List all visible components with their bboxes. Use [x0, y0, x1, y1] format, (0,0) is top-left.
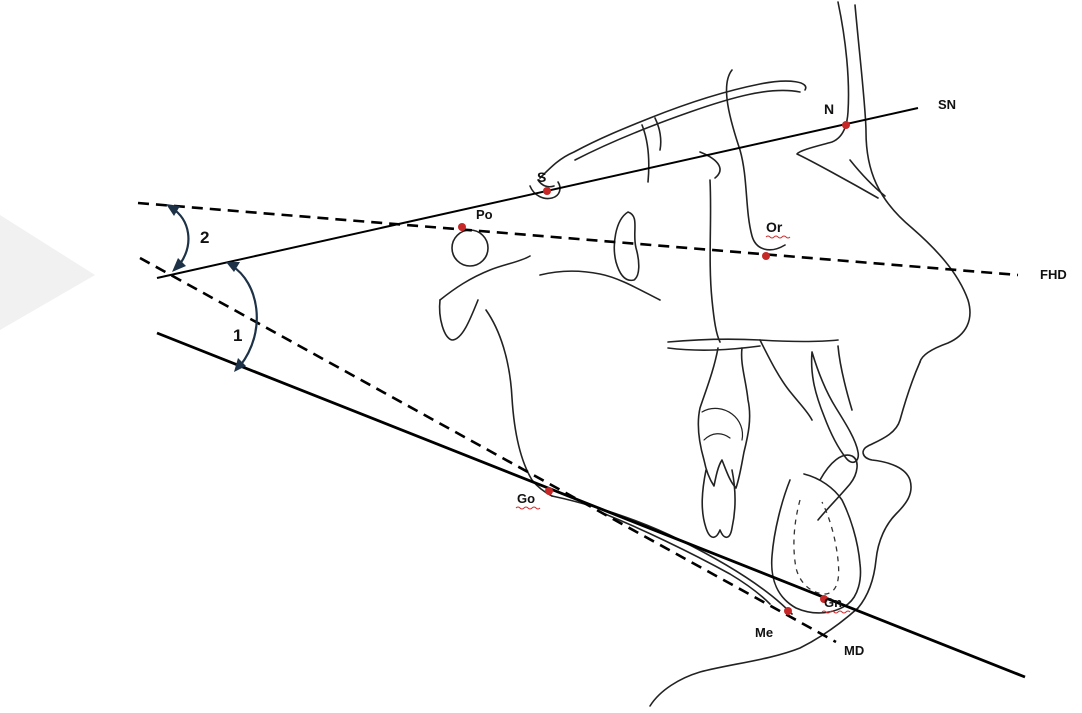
- angle-2-arc: [166, 204, 190, 272]
- go-label: Go: [517, 491, 535, 506]
- angle-1-arc: [226, 262, 258, 372]
- s-label: S: [537, 169, 546, 185]
- sn-label: SN: [938, 97, 956, 112]
- or-point: [762, 252, 770, 260]
- po-point: [458, 223, 466, 231]
- po-label: Po: [476, 207, 493, 222]
- gn-label: Gn: [824, 595, 842, 610]
- go-point: [545, 487, 553, 495]
- landmark-points: [458, 121, 850, 615]
- skull-profile-tracing: [438, 1, 971, 707]
- label-squiggles: [515, 235, 851, 614]
- md-dashed-line: [139, 256, 837, 644]
- me-point: [784, 607, 792, 615]
- n-point: [842, 121, 850, 129]
- n-label: N: [824, 101, 834, 117]
- angle-2-label: 2: [200, 228, 209, 247]
- fhd-line: [137, 201, 1019, 277]
- fhd-label: FHD: [1040, 267, 1067, 282]
- me-label: Me: [755, 625, 773, 640]
- reference-lines: [137, 107, 1026, 679]
- angle-1-label: 1: [233, 326, 242, 345]
- labels: SN FHD MD N S Po Or Go Gn Me 2 1: [200, 97, 1067, 658]
- md-label: MD: [844, 643, 864, 658]
- or-label: Or: [766, 219, 783, 235]
- gn-point: [820, 595, 828, 603]
- sn-line: [156, 107, 919, 279]
- mandibular-plane-line: [156, 331, 1026, 679]
- s-point: [543, 187, 551, 195]
- watermark-shape: [0, 215, 95, 330]
